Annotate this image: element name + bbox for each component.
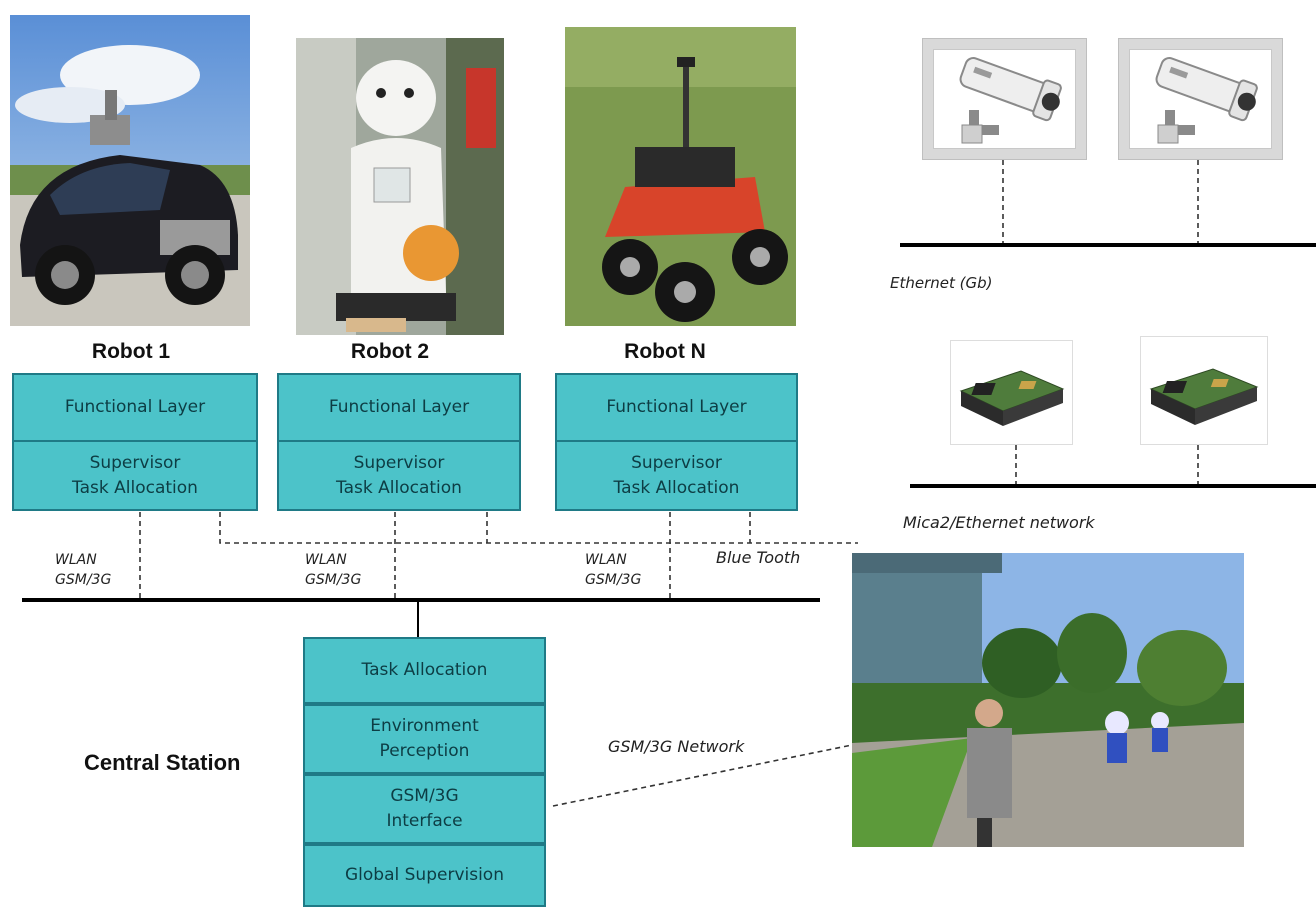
bluetooth-link [219, 512, 858, 544]
robot-n-name: Robot N [624, 340, 706, 363]
global-supervision-label: Global Supervision [345, 865, 504, 885]
robot-2-supervisor-layer: Supervisor Task Allocation [277, 440, 521, 511]
robot-2-link-label: WLAN GSM/3G [305, 550, 361, 590]
perception-label: Perception [379, 741, 470, 761]
robot-2-photo [296, 38, 504, 335]
sensor-mote-icon [1149, 368, 1259, 425]
robot-2-functional-label: Functional Layer [328, 397, 470, 417]
mote-1 [950, 340, 1073, 445]
security-camera-icon [1155, 57, 1258, 144]
mica-label: Mica2/Ethernet network [903, 513, 1095, 532]
robot-n-supervisor-layer: Supervisor Task Allocation [555, 440, 798, 511]
robot-1-functional-layer: Functional Layer [12, 373, 258, 442]
task-allocation-layer: Task Allocation [303, 637, 546, 704]
gsm-interface-layer: GSM/3G Interface [303, 774, 546, 844]
robot-2-wlan-label: WLAN [305, 552, 347, 568]
camera-1-frame [922, 38, 1087, 160]
robot-1-name: Robot 1 [91, 340, 171, 363]
robot-1-gsm-label: GSM/3G [55, 572, 112, 588]
task-allocation-label: Task Allocation [361, 660, 488, 680]
interface-label: Interface [386, 811, 463, 831]
robot-n-wlan-label: WLAN [585, 552, 627, 568]
central-station-stack: Task Allocation Environment Perception G… [303, 637, 546, 907]
gsm-network-label: GSM/3G Network [608, 737, 745, 756]
environment-label: Environment [370, 716, 479, 736]
bluetooth-label: Blue Tooth [716, 548, 801, 567]
gsm-network-link [552, 744, 853, 807]
environment-perception-layer: Environment Perception [303, 704, 546, 774]
robot-2-stack: Functional Layer Supervisor Task Allocat… [277, 373, 521, 511]
robot-n-supervisor-label: Supervisor [631, 452, 722, 473]
robot-2-gsm-label: GSM/3G [305, 572, 362, 588]
camera-2-frame [1118, 38, 1283, 160]
robot-1-link-label: WLAN GSM/3G [55, 550, 111, 590]
robot-1-stack: Functional Layer Supervisor Task Allocat… [12, 373, 258, 511]
robot-2-supervisor-label: Supervisor [353, 452, 445, 473]
robot-n-functional-layer: Functional Layer [555, 373, 798, 442]
gsm-label: GSM/3G [390, 786, 459, 806]
robot-n-task-allocation-label: Task Allocation [613, 477, 740, 498]
robot-1-supervisor-label: Supervisor [89, 452, 181, 473]
robot-2-name: Robot 2 [350, 340, 430, 363]
robot-1-supervisor-layer: Supervisor Task Allocation [12, 440, 258, 511]
sensor-mote-icon [959, 370, 1065, 426]
robot-n-stack: Functional Layer Supervisor Task Allocat… [555, 373, 798, 511]
robot-1-wlan-label: WLAN [55, 552, 97, 568]
robot-1-photo [10, 15, 250, 326]
robot-2-task-allocation-label: Task Allocation [336, 477, 462, 498]
robot-n-gsm-label: GSM/3G [585, 572, 642, 588]
camera-1 [933, 49, 1076, 149]
ethernet-label: Ethernet (Gb) [890, 274, 993, 292]
mote-2 [1140, 336, 1268, 445]
robot-1-functional-label: Functional Layer [64, 397, 206, 417]
security-camera-icon [959, 57, 1062, 144]
robot-n-photo [565, 27, 796, 326]
robot-1-task-allocation-label: Task Allocation [72, 477, 198, 498]
global-supervision-layer: Global Supervision [303, 844, 546, 907]
camera-2 [1129, 49, 1272, 149]
robot-n-functional-label: Functional Layer [606, 397, 747, 417]
robot-n-link-label: WLAN GSM/3G [585, 550, 641, 590]
central-station-title: Central Station [84, 750, 241, 775]
campus-scene-photo [852, 553, 1244, 847]
